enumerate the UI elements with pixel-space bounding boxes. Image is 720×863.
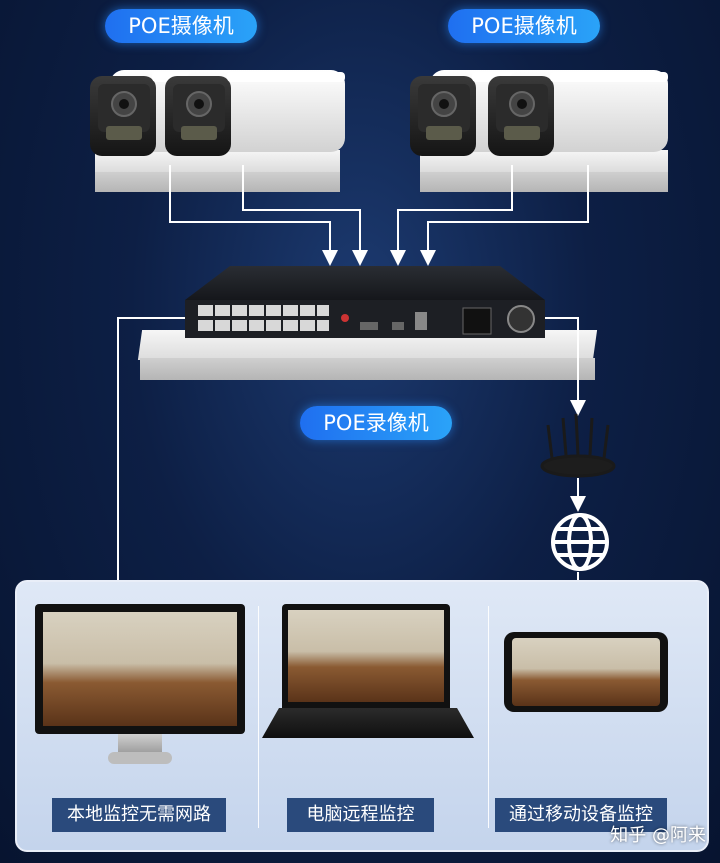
phone-icon: [504, 632, 668, 712]
camera-platform-right: [420, 150, 668, 172]
watermark: 知乎 @阿来: [610, 825, 706, 846]
pc-remote-caption: 电脑远程监控: [287, 798, 434, 832]
camera-cables: [169, 165, 589, 255]
camera-icon: [487, 69, 669, 157]
camera-platform-left: [95, 150, 340, 172]
phone-screen: [512, 638, 660, 706]
camera-platform-right-front: [420, 172, 668, 192]
poe-camera-left-label: POE摄像机: [105, 9, 257, 43]
monitor-icon: [35, 604, 245, 734]
laptop-screen: [288, 610, 444, 702]
panel-divider: [488, 606, 489, 828]
poe-nvr-label: POE录像机: [300, 406, 452, 440]
laptop-icon: [282, 604, 450, 708]
monitor-base: [108, 752, 172, 764]
arrow-down-icon: [570, 400, 586, 416]
local-cable: [117, 317, 185, 600]
camera-platform-left-front: [95, 172, 340, 192]
mobile-monitor-caption: 通过移动设备监控: [495, 798, 667, 832]
monitor-screen: [43, 612, 237, 726]
router-cable: [545, 317, 579, 405]
globe-icon: [551, 513, 609, 571]
nvr-platform-front: [140, 358, 595, 380]
monitor-stand: [118, 734, 162, 754]
panel-divider: [258, 606, 259, 828]
arrow-down-icon: [570, 496, 586, 512]
local-monitor-caption: 本地监控无需网路: [52, 798, 226, 832]
nvr-icon: [185, 266, 545, 338]
router-icon: [540, 413, 616, 478]
camera-icon: [164, 69, 346, 157]
poe-camera-right-label: POE摄像机: [448, 9, 600, 43]
laptop-keyboard: [262, 708, 474, 738]
arrow-down-icon: [322, 250, 436, 266]
